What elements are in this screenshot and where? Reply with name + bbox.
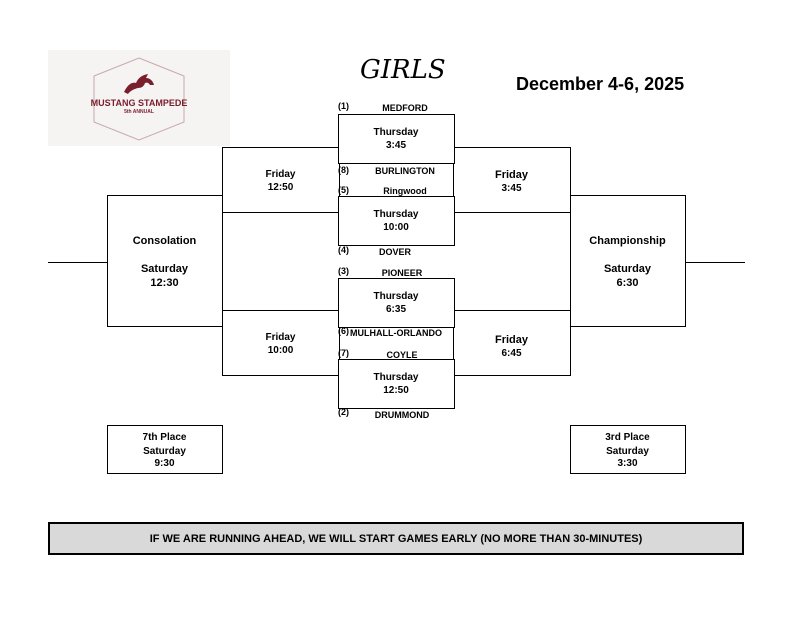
winner-semi-2-box: Friday 6:45 (453, 310, 571, 376)
consolation-semi-2-box: Friday 10:00 (222, 310, 340, 376)
tournament-logo: MUSTANG STAMPEDE 5th ANNUAL (48, 50, 230, 146)
seed-6: (6) (338, 326, 349, 336)
consolation-semi-1-box: Friday 12:50 (222, 147, 340, 213)
consolation-exit-line (48, 262, 108, 263)
game-4-day: Thursday (373, 372, 419, 383)
consolation-day: Saturday (140, 263, 189, 275)
winner-semi-2-time: 6:45 (501, 348, 522, 359)
bracket-title: GIRLS (360, 55, 446, 85)
first-round-game-3-box: Thursday 6:35 (338, 278, 455, 328)
game-4-time: 12:50 (383, 385, 409, 396)
consolation-time: 12:30 (150, 277, 179, 289)
game-3-time: 6:35 (385, 304, 406, 315)
game-3-day: Thursday (373, 291, 419, 302)
seed-7: (7) (338, 348, 349, 358)
third-place-day: Saturday (606, 446, 649, 457)
game-1-day: Thursday (373, 127, 419, 138)
team-medford: MEDFORD (382, 103, 428, 113)
seed-1: (1) (338, 101, 349, 111)
mustang-horse-icon (124, 74, 154, 94)
team-mulhall-orlando: MULHALL-ORLANDO (350, 328, 442, 338)
winner-semi-1-time: 3:45 (501, 183, 522, 194)
seventh-place-box: 7th Place Saturday 9:30 (107, 425, 223, 474)
consolation-final-box: Consolation Saturday 12:30 (107, 195, 223, 327)
team-ringwood: Ringwood (383, 186, 427, 196)
seed-8: (8) (338, 165, 349, 175)
team-coyle: COYLE (386, 350, 418, 360)
game-2-time: 10:00 (383, 222, 409, 233)
seventh-place-time: 9:30 (154, 458, 175, 469)
team-burlington: BURLINGTON (375, 166, 435, 176)
seventh-place-day: Saturday (143, 446, 186, 457)
third-place-time: 3:30 (617, 458, 638, 469)
first-round-game-4-box: Thursday 12:50 (338, 359, 455, 409)
seed-2: (2) (338, 407, 349, 417)
logo-edition: 5th ANNUAL (124, 109, 154, 115)
consolation-semi-1-day: Friday (265, 169, 296, 180)
consolation-label: Consolation (132, 235, 197, 247)
third-place-label: 3rd Place (605, 432, 650, 443)
championship-time: 6:30 (616, 277, 639, 289)
logo-name: MUSTANG STAMPEDE (90, 98, 188, 108)
championship-box: Championship Saturday 6:30 (570, 195, 686, 327)
game-2-day: Thursday (373, 209, 419, 220)
game-1-time: 3:45 (385, 140, 406, 151)
third-place-box: 3rd Place Saturday 3:30 (570, 425, 686, 474)
consolation-semi-1-time: 12:50 (267, 182, 294, 193)
championship-label: Championship (589, 235, 666, 247)
winner-semi-1-box: Friday 3:45 (453, 147, 571, 213)
team-dover: DOVER (378, 247, 411, 257)
hexagon-frame (93, 57, 185, 141)
first-round-game-1-box: Thursday 3:45 (338, 114, 455, 164)
seed-5: (5) (338, 185, 349, 195)
schedule-notice: IF WE ARE RUNNING AHEAD, WE WILL START G… (48, 522, 744, 555)
seed-4: (4) (338, 245, 349, 255)
championship-exit-line (685, 262, 745, 263)
first-round-game-2-box: Thursday 10:00 (338, 196, 455, 246)
winner-semi-2-day: Friday (494, 334, 528, 346)
seventh-place-label: 7th Place (142, 432, 187, 443)
championship-day: Saturday (603, 263, 652, 275)
team-drummond: DRUMMOND (374, 410, 430, 420)
consolation-semi-2-day: Friday (265, 332, 296, 343)
winner-semi-1-day: Friday (494, 169, 528, 181)
seed-3: (3) (338, 266, 349, 276)
consolation-semi-2-time: 10:00 (267, 345, 294, 356)
team-pioneer: PIONEER (381, 268, 423, 278)
event-date: December 4-6, 2025 (516, 74, 685, 94)
